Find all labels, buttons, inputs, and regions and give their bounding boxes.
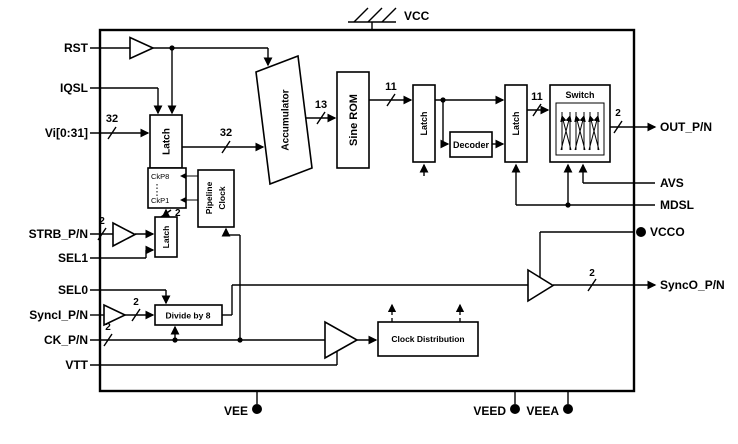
pin-label-vi: Vi[0:31]	[45, 126, 88, 140]
clock-distribution-block: Clock Distribution	[377, 303, 479, 357]
diff-pair-icon-3	[588, 112, 600, 151]
divide-to-synco-wire	[222, 284, 528, 316]
vcc-supply-symbol: VCC	[348, 7, 430, 30]
sel0-wire	[90, 289, 171, 305]
bus-width-rom-out: 11	[385, 81, 397, 93]
sine-rom-label: Sine ROM	[348, 94, 360, 146]
bus-width-synco: 2	[589, 268, 595, 279]
out-bus: 2	[610, 108, 657, 134]
bottom-pins: VEE VEED VEEA	[224, 391, 573, 418]
strb-buffer	[112, 221, 137, 248]
sine-rom-block	[336, 71, 370, 169]
pin-label-vcco: VCCO	[650, 225, 685, 239]
decoder-label: Decoder	[453, 140, 490, 150]
sel-latch-label: Latch	[161, 226, 171, 249]
pin-label-mdsl: MDSL	[660, 198, 694, 212]
accumulator-block	[255, 54, 313, 186]
pipeline-clock-block: Pipeline Clock	[197, 169, 235, 228]
input-latch-label: Latch	[162, 128, 173, 155]
vi-input-bus: 32	[90, 113, 150, 140]
bus-width-sel: 2	[175, 208, 181, 219]
pin-label-avs: AVS	[660, 176, 684, 190]
sel-latch: Latch 2	[154, 208, 181, 258]
switch-label: Switch	[565, 90, 594, 100]
bus-width-out: 2	[615, 108, 621, 119]
iqsl-path	[90, 87, 163, 115]
output-latch-label: Latch	[511, 111, 521, 135]
pin-label-ck: CK_P/N	[44, 333, 88, 347]
accumulator-label: Accumulator	[281, 89, 292, 150]
rom-latch: Latch	[412, 84, 436, 176]
accumulator-to-rom-bus: 13	[306, 99, 337, 125]
pin-label-veed: VEED	[473, 404, 506, 418]
bus-width-ck: 2	[105, 322, 111, 333]
pin-label-iqsl: IQSL	[60, 81, 88, 95]
clock-distribution-label: Clock Distribution	[391, 334, 464, 344]
ck-path: 2	[90, 227, 378, 360]
pin-label-synci: SyncI_P/N	[29, 308, 88, 322]
rom-latch-label: Latch	[419, 111, 429, 135]
rst-path	[90, 36, 273, 115]
vcco-wire	[539, 227, 646, 277]
latch-to-accumulator-bus: 32	[182, 127, 265, 154]
bus-width-acc-out: 13	[315, 99, 327, 111]
synco-path: 2	[527, 268, 657, 303]
bus-width-vi: 32	[106, 113, 118, 125]
rom-to-latch-bus: 11	[369, 81, 413, 107]
vtt-wire	[90, 351, 338, 366]
synci-buffer	[103, 303, 127, 327]
pin-label-vtt: VTT	[65, 358, 88, 372]
pin-label-sel1: SEL1	[58, 251, 88, 265]
diff-pair-icon-2	[574, 112, 586, 151]
veea-pad	[563, 404, 573, 414]
vcco-pad	[636, 227, 646, 237]
ck-buffer	[324, 320, 359, 360]
pin-label-vee: VEE	[224, 404, 248, 418]
latch-to-switch-bus: 11	[527, 91, 550, 117]
bus-width-switch-in: 11	[531, 91, 543, 103]
avs-wire	[578, 163, 655, 184]
synci-path: 2	[90, 297, 155, 327]
sel1-wire	[90, 245, 155, 259]
bus-width-synci: 2	[133, 297, 139, 308]
pin-label-vcc: VCC	[404, 9, 430, 23]
pipeline-clock-label-1: Pipeline	[204, 181, 214, 214]
latch-decoder-wires	[435, 95, 505, 149]
veed-pad	[510, 404, 520, 414]
pin-label-synco: SyncO_P/N	[660, 278, 725, 292]
rst-buffer	[129, 36, 155, 60]
clock-phase-box: CkP8 CkP1	[147, 167, 198, 209]
pin-label-sel0: SEL0	[58, 283, 88, 297]
pin-label-strb: STRB_P/N	[29, 227, 88, 241]
bus-width-acc-in: 32	[220, 127, 232, 139]
right-pin-labels: OUT_P/N AVS MDSL VCCO SyncO_P/N	[650, 120, 725, 292]
bus-width-strb: 2	[99, 216, 105, 227]
decoder-block	[449, 131, 493, 158]
mdsl-wire	[511, 163, 655, 208]
ckp1-label: CkP1	[151, 196, 169, 205]
vee-pad	[252, 404, 262, 414]
output-latch-block	[504, 84, 528, 163]
ckp8-label: CkP8	[151, 172, 169, 181]
pipeline-clock-label-2: Clock	[217, 186, 227, 209]
diff-pair-icon-1	[560, 112, 572, 151]
chip-boundary	[98, 28, 636, 393]
divide-by-8-label: Divide by 8	[166, 311, 211, 321]
switch-block: Switch	[549, 84, 611, 163]
pin-label-rst: RST	[64, 41, 89, 55]
pin-label-veea: VEEA	[526, 404, 559, 418]
left-pin-labels: RST IQSL Vi[0:31] STRB_P/N SEL1 SEL0 Syn…	[29, 41, 89, 372]
strb-path: 2	[90, 216, 155, 248]
pin-label-out: OUT_P/N	[660, 120, 712, 134]
